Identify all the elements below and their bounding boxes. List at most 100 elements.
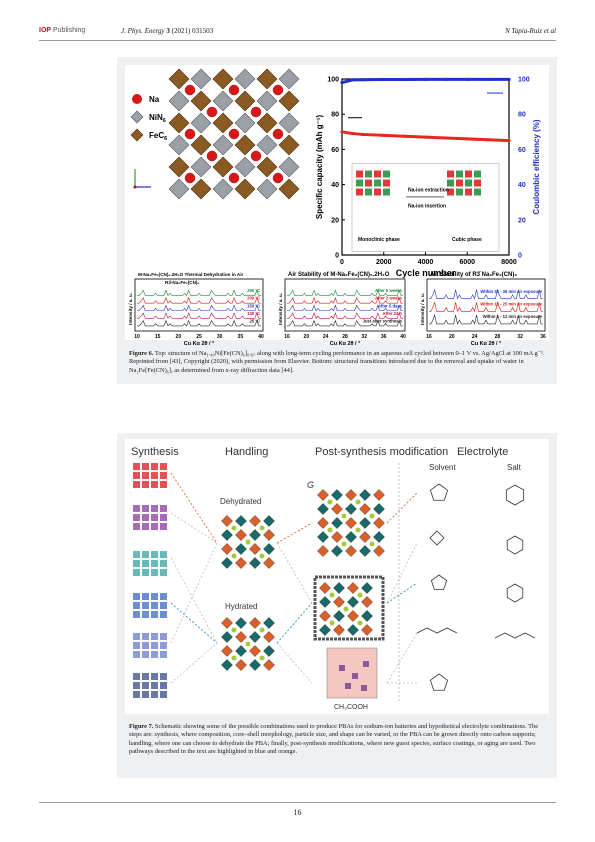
inset-lattice: [356, 170, 363, 178]
xrd-pattern: [287, 319, 403, 327]
inset-lattice: [365, 188, 372, 196]
synthesis-particle: [133, 593, 140, 600]
octahedron: [234, 112, 256, 134]
synthesis-particle: [133, 505, 140, 512]
xrd-x-tick-label: 24: [472, 334, 478, 340]
x-tick-label: 0: [340, 259, 344, 266]
pba-octahedron: [221, 631, 233, 643]
header-rule: [39, 40, 556, 41]
guest-atom: [357, 592, 363, 598]
guest-atom: [369, 541, 375, 547]
synthesis-particle: [142, 560, 149, 567]
pathway-line: [170, 472, 218, 544]
crystal-structure-image: [168, 68, 300, 200]
xrd-x-tick-label: 20: [449, 334, 455, 340]
nin6-octahedron-icon: [130, 110, 144, 124]
y-tick-label-left: 100: [327, 77, 339, 84]
pba-octahedron: [359, 503, 371, 515]
molecule-ring: [429, 530, 445, 546]
na-atom: [272, 172, 284, 184]
pba-octahedron: [345, 545, 357, 557]
pba-octahedron: [221, 557, 233, 569]
point-capacity: [444, 136, 448, 140]
xrd-x-tick-label: 32: [517, 334, 523, 340]
na-atom: [228, 172, 240, 184]
synthesis-particle: [133, 472, 140, 479]
synthesis-particle: [151, 463, 158, 470]
guest-atom: [259, 655, 265, 661]
octahedron: [212, 134, 234, 156]
molecule-ring: [506, 535, 524, 555]
col-post-synthesis: Post-synthesis modification: [315, 446, 448, 458]
guest-atom: [231, 627, 237, 633]
pba-octahedron: [235, 529, 247, 541]
point-capacity: [403, 134, 407, 138]
octahedron: [256, 90, 278, 112]
na-atom: [272, 128, 284, 140]
pba-octahedron: [235, 659, 247, 671]
xrd-x-axis-label: Cu Kα 2θ / °: [184, 341, 215, 347]
xrd-subtitle: R3̄-Na₂Fe₂(CN)₆: [165, 280, 200, 285]
y-tick-label-right: 40: [518, 182, 526, 189]
pba-octahedron: [319, 624, 331, 636]
pba-octahedron: [249, 631, 261, 643]
synthesis-particle: [160, 551, 167, 558]
synthesis-particle: [133, 642, 140, 649]
octahedron: [234, 178, 256, 200]
point-capacity: [340, 130, 344, 134]
xrd-pattern: [287, 296, 403, 304]
synthesis-particle: [142, 682, 149, 689]
xrd-y-axis-label: Intensity / a. u.: [420, 293, 425, 325]
synthesis-particle: [151, 593, 158, 600]
octahedron: [234, 156, 256, 178]
xrd-title: M-Na₂Fe₂(CN)₆.2H₂O Thermal Dehydration i…: [138, 272, 243, 277]
pba-octahedron: [333, 582, 345, 594]
legend-na: Na: [149, 95, 160, 104]
pathway-line: [386, 492, 418, 524]
xrd-x-tick-label: 16: [426, 334, 432, 340]
xrd-pattern-label: 25 °C: [249, 319, 260, 324]
synthesis-particle: [160, 682, 167, 689]
molecule-chain: [416, 627, 458, 634]
pba-octahedron: [221, 529, 233, 541]
pba-octahedron: [331, 545, 343, 557]
y-tick-label-left: 80: [331, 112, 339, 119]
synthesis-particle: [151, 560, 158, 567]
synthesis-particle: [160, 481, 167, 488]
pba-octahedron: [263, 631, 275, 643]
figure-6-caption: Figure 6. Top: structure of Na₁.₄₀Ni[Fe(…: [129, 350, 545, 374]
pba-octahedron: [347, 610, 359, 622]
series-capacity: [341, 130, 510, 143]
pba-octahedron: [345, 489, 357, 501]
xrd-pattern: [137, 289, 261, 297]
synthesis-particle: [133, 463, 140, 470]
guest-atom: [329, 592, 335, 598]
octahedron: [278, 156, 300, 178]
aged-particle: [361, 685, 367, 691]
sub-solvent: Solvent: [429, 463, 456, 472]
xrd-pattern: [429, 301, 543, 313]
pba-octahedron: [263, 529, 275, 541]
pathway-line: [386, 542, 418, 604]
synthesis-particle: [133, 569, 140, 576]
octahedron: [212, 156, 234, 178]
y-tick-label-right: 20: [518, 217, 526, 224]
xrd-x-tick-label: 10: [134, 334, 140, 340]
xrd-pattern: [137, 319, 261, 327]
svg-text:NiN6: NiN6: [149, 113, 166, 124]
inset-lattice: [456, 179, 463, 187]
inset-lattice: [465, 170, 472, 178]
pathway-line: [276, 602, 313, 644]
inset-lattice: [474, 170, 481, 178]
octahedron: [256, 68, 278, 90]
synthesis-particle: [142, 551, 149, 558]
inset-lattice: [383, 188, 390, 196]
inset-lattice: [365, 170, 372, 178]
octahedron: [278, 112, 300, 134]
footer-rule: [39, 802, 556, 803]
pba-octahedron: [347, 582, 359, 594]
publisher-logo: IOP Publishing: [39, 27, 86, 34]
point-capacity: [350, 131, 355, 136]
pba-octahedron: [319, 582, 331, 594]
synthesis-particle: [133, 523, 140, 530]
